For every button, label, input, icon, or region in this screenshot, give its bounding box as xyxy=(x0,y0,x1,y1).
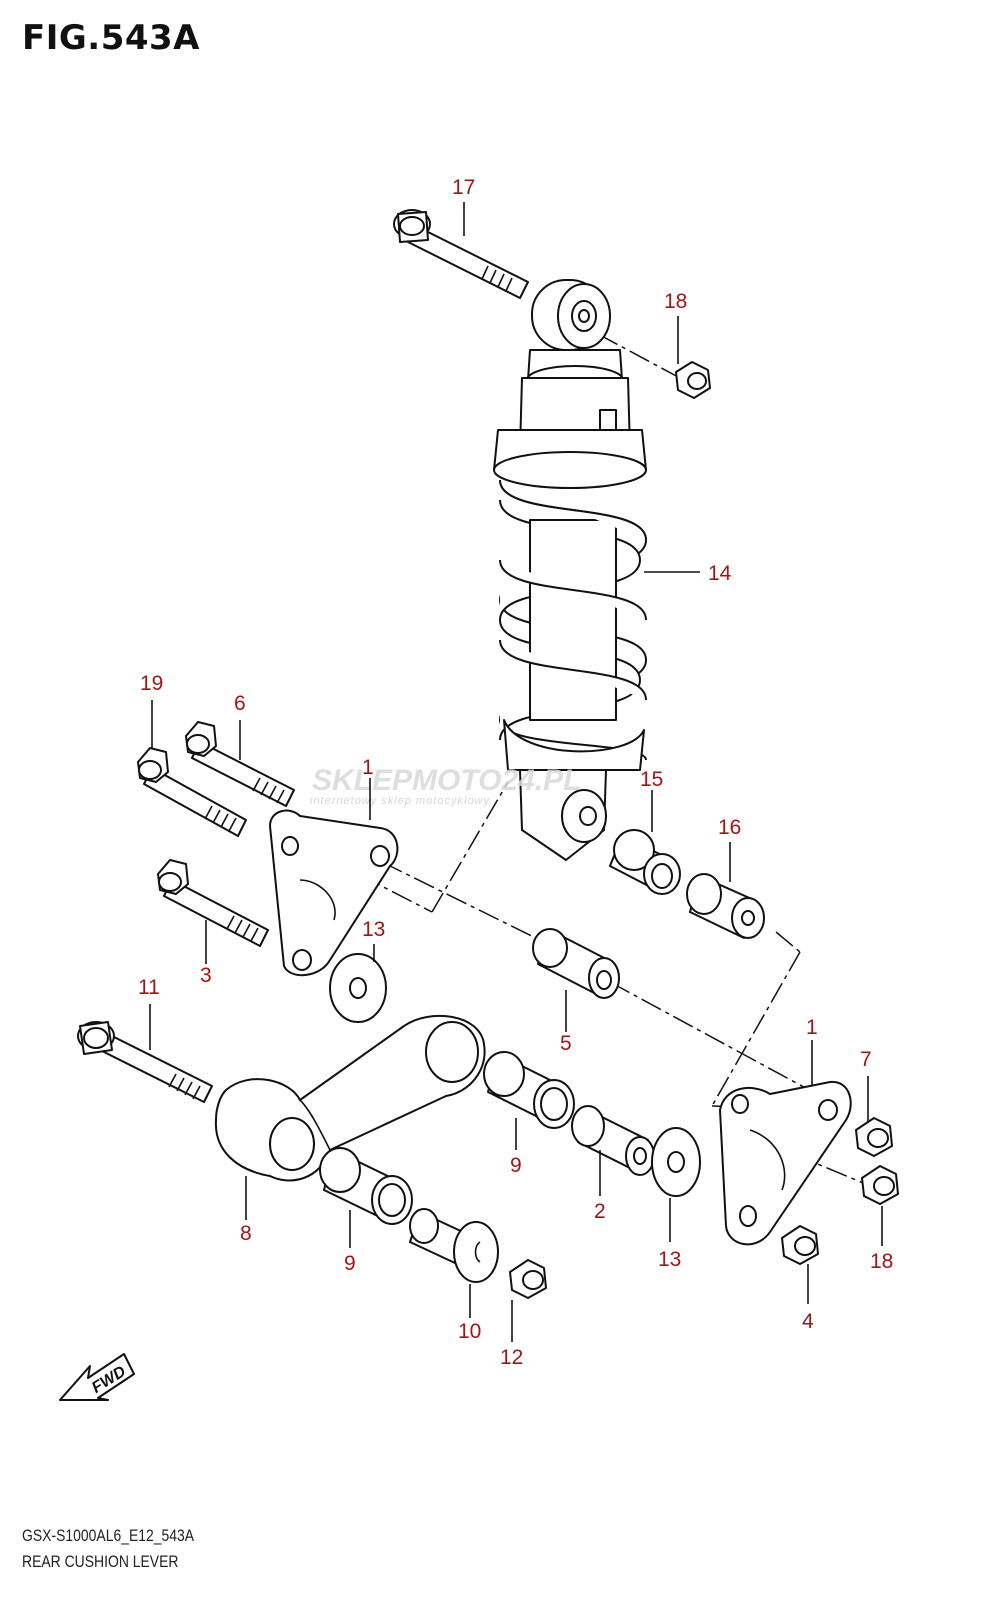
callout-15: 15 xyxy=(640,768,663,791)
figure-code: GSX-S1000AL6_E12_543A xyxy=(22,1526,195,1545)
part-7-nut xyxy=(855,1117,893,1157)
callout-8: 8 xyxy=(240,1222,252,1245)
callout-9-upper: 9 xyxy=(510,1154,522,1177)
callout-7: 7 xyxy=(860,1048,872,1071)
callout-1-left: 1 xyxy=(362,756,374,779)
part-12-nut xyxy=(509,1259,547,1299)
part-17-bolt xyxy=(393,209,529,299)
callout-12: 12 xyxy=(500,1346,523,1369)
callout-4: 4 xyxy=(802,1310,814,1333)
callout-6: 6 xyxy=(234,692,246,715)
part-19-bolt xyxy=(137,747,247,837)
callout-5: 5 xyxy=(560,1032,572,1055)
part-3-bolt xyxy=(157,859,269,947)
callout-18-upper: 18 xyxy=(664,290,687,313)
callout-13-upper: 13 xyxy=(362,918,385,941)
part-8-cushion-rod xyxy=(214,1014,486,1182)
fwd-marker: FWD xyxy=(59,1353,135,1401)
callout-9-lower: 9 xyxy=(344,1252,356,1275)
part-13-washer-upper xyxy=(329,953,387,1023)
callout-1-right: 1 xyxy=(806,1016,818,1039)
figure-name: REAR CUSHION LEVER xyxy=(22,1552,179,1571)
part-4-nut xyxy=(781,1225,819,1265)
callout-14: 14 xyxy=(708,562,732,585)
part-15-bushing xyxy=(609,829,681,895)
callout-3: 3 xyxy=(200,964,212,987)
part-18-nut-upper xyxy=(675,361,711,399)
part-9-bearing-lower xyxy=(319,1147,413,1225)
part-10-collar xyxy=(409,1208,499,1283)
callout-11: 11 xyxy=(138,976,160,999)
callout-16: 16 xyxy=(718,816,741,839)
part-13-washer-lower xyxy=(651,1127,701,1197)
callout-10: 10 xyxy=(458,1320,481,1343)
part-11-bolt xyxy=(77,1021,213,1103)
callout-13-lower: 13 xyxy=(658,1248,681,1271)
callout-labels: 17 18 14 19 6 1 15 16 13 3 11 5 1 7 9 8 … xyxy=(138,176,893,1369)
watermark-sub: internetowy sklep motocyklowy xyxy=(310,795,491,807)
forward-arrow-icon xyxy=(59,1353,135,1401)
part-9-bearing-upper xyxy=(483,1051,575,1129)
watermark: SKLEPMOTO24.PL internetowy sklep motocyk… xyxy=(310,764,582,807)
callout-17: 17 xyxy=(452,176,475,199)
part-5-collar xyxy=(532,928,620,999)
figure-title: FIG.543A xyxy=(22,18,200,58)
callout-19: 19 xyxy=(140,672,163,695)
part-16-bushing xyxy=(686,873,765,939)
callout-2: 2 xyxy=(594,1200,606,1223)
part-6-bolt xyxy=(185,721,295,807)
part-14-rear-shock-absorber xyxy=(493,279,647,861)
watermark-main: SKLEPMOTO24.PL xyxy=(312,764,582,797)
part-18-nut-lower xyxy=(861,1165,899,1205)
callout-leaders xyxy=(149,202,883,1342)
part-1-plate-left xyxy=(269,809,399,977)
part-1-plate-right xyxy=(719,1080,852,1246)
part-2-collar xyxy=(571,1105,655,1176)
callout-18-lower: 18 xyxy=(870,1250,893,1273)
